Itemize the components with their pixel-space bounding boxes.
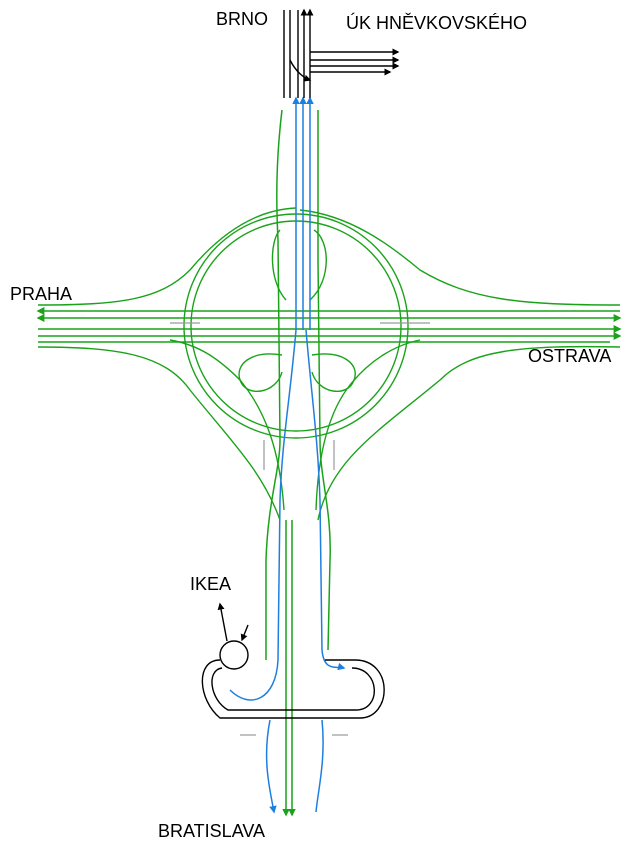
label-praha: PRAHA bbox=[10, 284, 73, 304]
label-brno: BRNO bbox=[216, 9, 269, 29]
label-uk-hnevkovskeho: ÚK HNĚVKOVSKÉHO bbox=[346, 13, 528, 33]
label-ostrava: OSTRAVA bbox=[528, 346, 612, 366]
label-bratislava: BRATISLAVA bbox=[158, 821, 266, 841]
black-roads bbox=[201, 8, 400, 719]
blue-roads bbox=[229, 96, 346, 814]
label-ikea: IKEA bbox=[190, 574, 232, 594]
praha-ostrava-motorway bbox=[36, 307, 622, 343]
brno-bratislava-corridor bbox=[265, 109, 331, 817]
gray-lane-marks bbox=[170, 322, 430, 736]
